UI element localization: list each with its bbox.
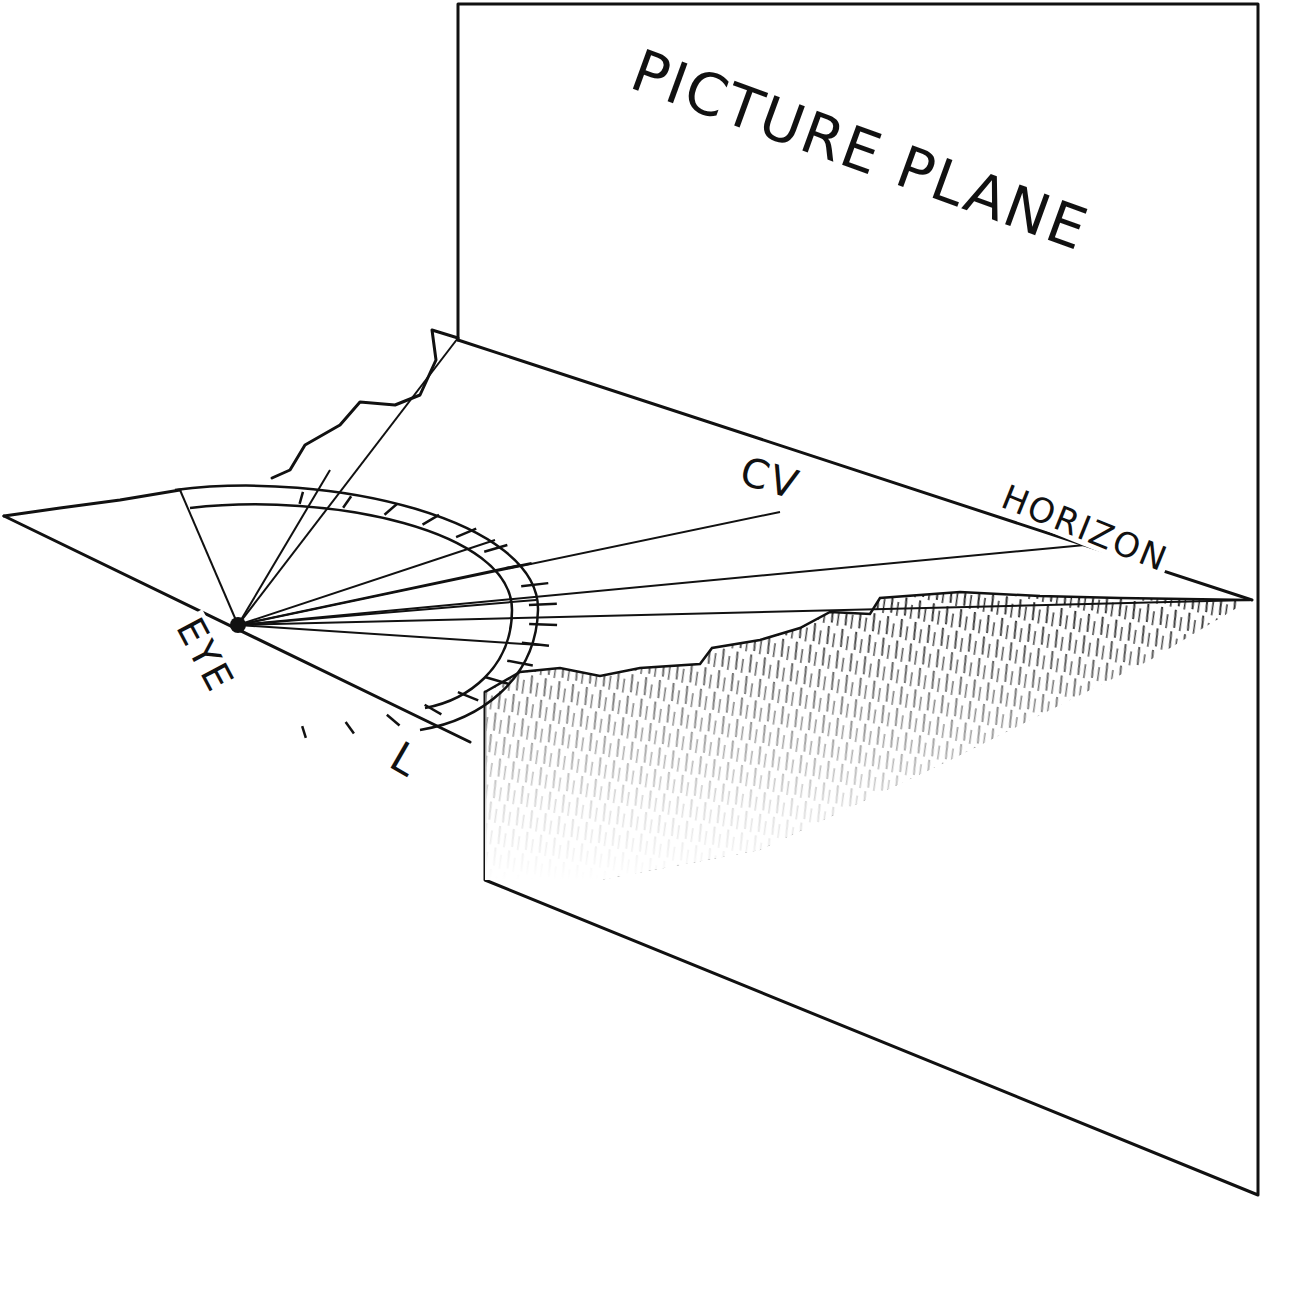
protractor [175, 486, 557, 738]
picture-plane-outline [458, 4, 1258, 1195]
protractor-tick [423, 515, 440, 525]
diagram-label: L [381, 734, 429, 786]
sight-ray [180, 490, 238, 625]
diagram-label: PICTURE PLANE [622, 40, 1099, 261]
diagram-label: HORIZON [995, 478, 1176, 578]
protractor-tick [507, 661, 533, 666]
protractor-tick [529, 623, 557, 626]
protractor-tick [387, 715, 400, 726]
sight-ray [238, 470, 330, 625]
sight-ray [238, 625, 540, 645]
cliff [485, 592, 1250, 880]
protractor-tick [456, 529, 476, 537]
protractor-tick [343, 496, 351, 507]
horizon-line [458, 340, 1252, 600]
sight-ray [238, 600, 536, 625]
protractor-tick [529, 604, 557, 605]
protractor-tick [486, 677, 509, 684]
sight-rays [180, 338, 1250, 645]
sight-ray [238, 565, 520, 625]
eye-line [4, 516, 470, 742]
sight-ray [238, 338, 458, 625]
sight-ray [238, 600, 1250, 625]
diagram-label: CV [733, 450, 807, 506]
eye-level-plane-edge [4, 490, 180, 516]
eye-level-plane-edge [272, 330, 458, 478]
protractor-tick [521, 583, 548, 586]
protractor-tick [302, 726, 306, 738]
protractor-tick [346, 722, 354, 733]
protractor-tick [425, 705, 442, 715]
protractor-tick [300, 492, 303, 504]
sight-ray [238, 512, 780, 625]
eye-point [230, 617, 246, 633]
protractor-tick [385, 504, 397, 515]
protractor-tick [458, 692, 478, 700]
sight-ray [238, 540, 495, 625]
sight-ray [238, 545, 1085, 625]
protractor-tick [484, 545, 507, 552]
